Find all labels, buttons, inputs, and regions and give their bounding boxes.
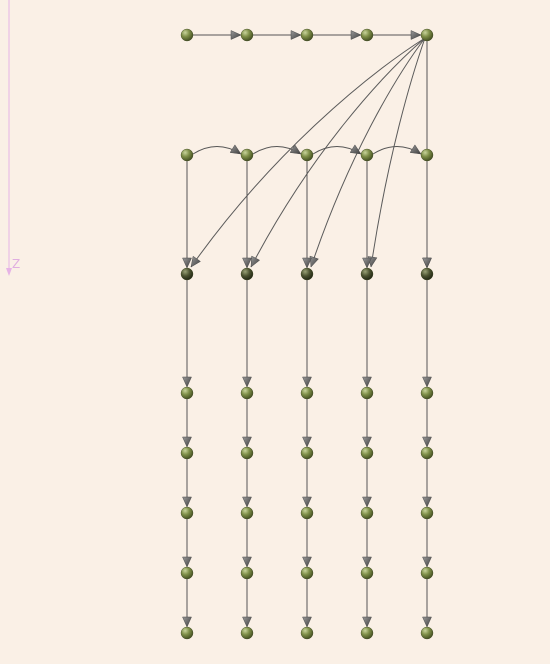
arrowhead-n6_1-n7_1 (242, 616, 252, 628)
node-n5_1[interactable] (240, 506, 254, 520)
node-n4_0[interactable] (180, 446, 194, 460)
node-n7_2[interactable] (300, 626, 314, 640)
arrowhead-n6_3-n7_3 (362, 616, 372, 628)
arrowhead-n1_4-n2_4 (422, 257, 432, 269)
node-n0_4[interactable] (420, 28, 434, 42)
arrowhead-n2_3-n3_3 (362, 376, 372, 388)
node-n2_0[interactable] (180, 267, 194, 281)
z-axis-arrowhead (6, 268, 12, 276)
arrowhead-n6_4-n7_4 (422, 616, 432, 628)
arrowhead-n6_0-n7_0 (182, 616, 192, 628)
arrowhead-n0_4-n2_1 (250, 255, 261, 268)
arrowhead-n5_3-n6_3 (362, 556, 372, 568)
node-n6_3[interactable] (360, 566, 374, 580)
z-axis-label: Z (12, 257, 20, 271)
edge-n0_4-n2_0 (190, 37, 426, 268)
arrowhead-n1_1-n1_2 (289, 144, 302, 155)
arrowhead-n1_2-n1_3 (349, 144, 362, 155)
node-n0_1[interactable] (240, 28, 254, 42)
node-n1_1[interactable] (240, 148, 254, 162)
arrowhead-n1_1-n2_1 (242, 257, 252, 269)
node-n6_4[interactable] (420, 566, 434, 580)
node-n3_1[interactable] (240, 386, 254, 400)
node-n6_2[interactable] (300, 566, 314, 580)
arrowhead-n5_1-n6_1 (242, 556, 252, 568)
node-n4_2[interactable] (300, 446, 314, 460)
node-n2_2[interactable] (300, 267, 314, 281)
arrowhead-n0_3-n0_4 (410, 30, 422, 40)
edge-n0_4-n2_2 (310, 37, 426, 268)
node-n2_3[interactable] (360, 267, 374, 281)
arrowhead-n3_4-n4_4 (422, 436, 432, 448)
node-n7_3[interactable] (360, 626, 374, 640)
node-n7_4[interactable] (420, 626, 434, 640)
arrowhead-n2_4-n3_4 (422, 376, 432, 388)
node-n1_3[interactable] (360, 148, 374, 162)
arrowhead-n3_3-n4_3 (362, 436, 372, 448)
node-n2_4[interactable] (420, 267, 434, 281)
node-n1_2[interactable] (300, 148, 314, 162)
node-n4_3[interactable] (360, 446, 374, 460)
arrowhead-n5_0-n6_0 (182, 556, 192, 568)
node-n0_2[interactable] (300, 28, 314, 42)
node-n0_0[interactable] (180, 28, 194, 42)
node-n5_4[interactable] (420, 506, 434, 520)
arrowhead-n1_3-n1_4 (409, 144, 422, 155)
arrowhead-n6_2-n7_2 (302, 616, 312, 628)
arrowhead-n1_2-n2_2 (302, 257, 312, 269)
node-n1_0[interactable] (180, 148, 194, 162)
z-axis: Z (6, 0, 20, 276)
edge-n0_4-n2_3 (370, 37, 426, 268)
node-n6_1[interactable] (240, 566, 254, 580)
node-n3_3[interactable] (360, 386, 374, 400)
node-n0_3[interactable] (360, 28, 374, 42)
edge-n0_4-n2_1 (250, 37, 426, 268)
node-n6_0[interactable] (180, 566, 194, 580)
node-n3_4[interactable] (420, 386, 434, 400)
arrowhead-n1_0-n2_0 (182, 257, 192, 269)
node-n5_0[interactable] (180, 506, 194, 520)
arrowhead-n3_0-n4_0 (182, 436, 192, 448)
nodes (180, 28, 434, 640)
arrowhead-n4_1-n5_1 (242, 496, 252, 508)
node-n3_0[interactable] (180, 386, 194, 400)
node-n4_4[interactable] (420, 446, 434, 460)
node-n7_1[interactable] (240, 626, 254, 640)
arrowhead-n0_0-n0_1 (230, 30, 242, 40)
node-n1_4[interactable] (420, 148, 434, 162)
arrowhead-n2_0-n3_0 (182, 376, 192, 388)
arrowhead-n0_1-n0_2 (290, 30, 302, 40)
node-n3_2[interactable] (300, 386, 314, 400)
arrowhead-n5_2-n6_2 (302, 556, 312, 568)
arrowhead-n0_2-n0_3 (350, 30, 362, 40)
arrowhead-n3_2-n4_2 (302, 436, 312, 448)
arrowhead-n0_4-n2_0 (190, 255, 201, 268)
arrowhead-n3_1-n4_1 (242, 436, 252, 448)
arrowhead-n4_3-n5_3 (362, 496, 372, 508)
node-n7_0[interactable] (180, 626, 194, 640)
edges (186, 34, 428, 627)
arrowheads (182, 30, 432, 628)
arrowhead-n4_2-n5_2 (302, 496, 312, 508)
arrowhead-n1_0-n1_1 (229, 144, 242, 155)
arrowhead-n4_4-n5_4 (422, 496, 432, 508)
node-n5_3[interactable] (360, 506, 374, 520)
arrowhead-n2_2-n3_2 (302, 376, 312, 388)
arrowhead-n4_0-n5_0 (182, 496, 192, 508)
arrowhead-n5_4-n6_4 (422, 556, 432, 568)
node-n5_2[interactable] (300, 506, 314, 520)
arrowhead-n0_4-n2_2 (309, 255, 319, 268)
node-n4_1[interactable] (240, 446, 254, 460)
node-n2_1[interactable] (240, 267, 254, 281)
arrowhead-n1_3-n2_3 (362, 257, 372, 269)
arrowhead-n2_1-n3_1 (242, 376, 252, 388)
